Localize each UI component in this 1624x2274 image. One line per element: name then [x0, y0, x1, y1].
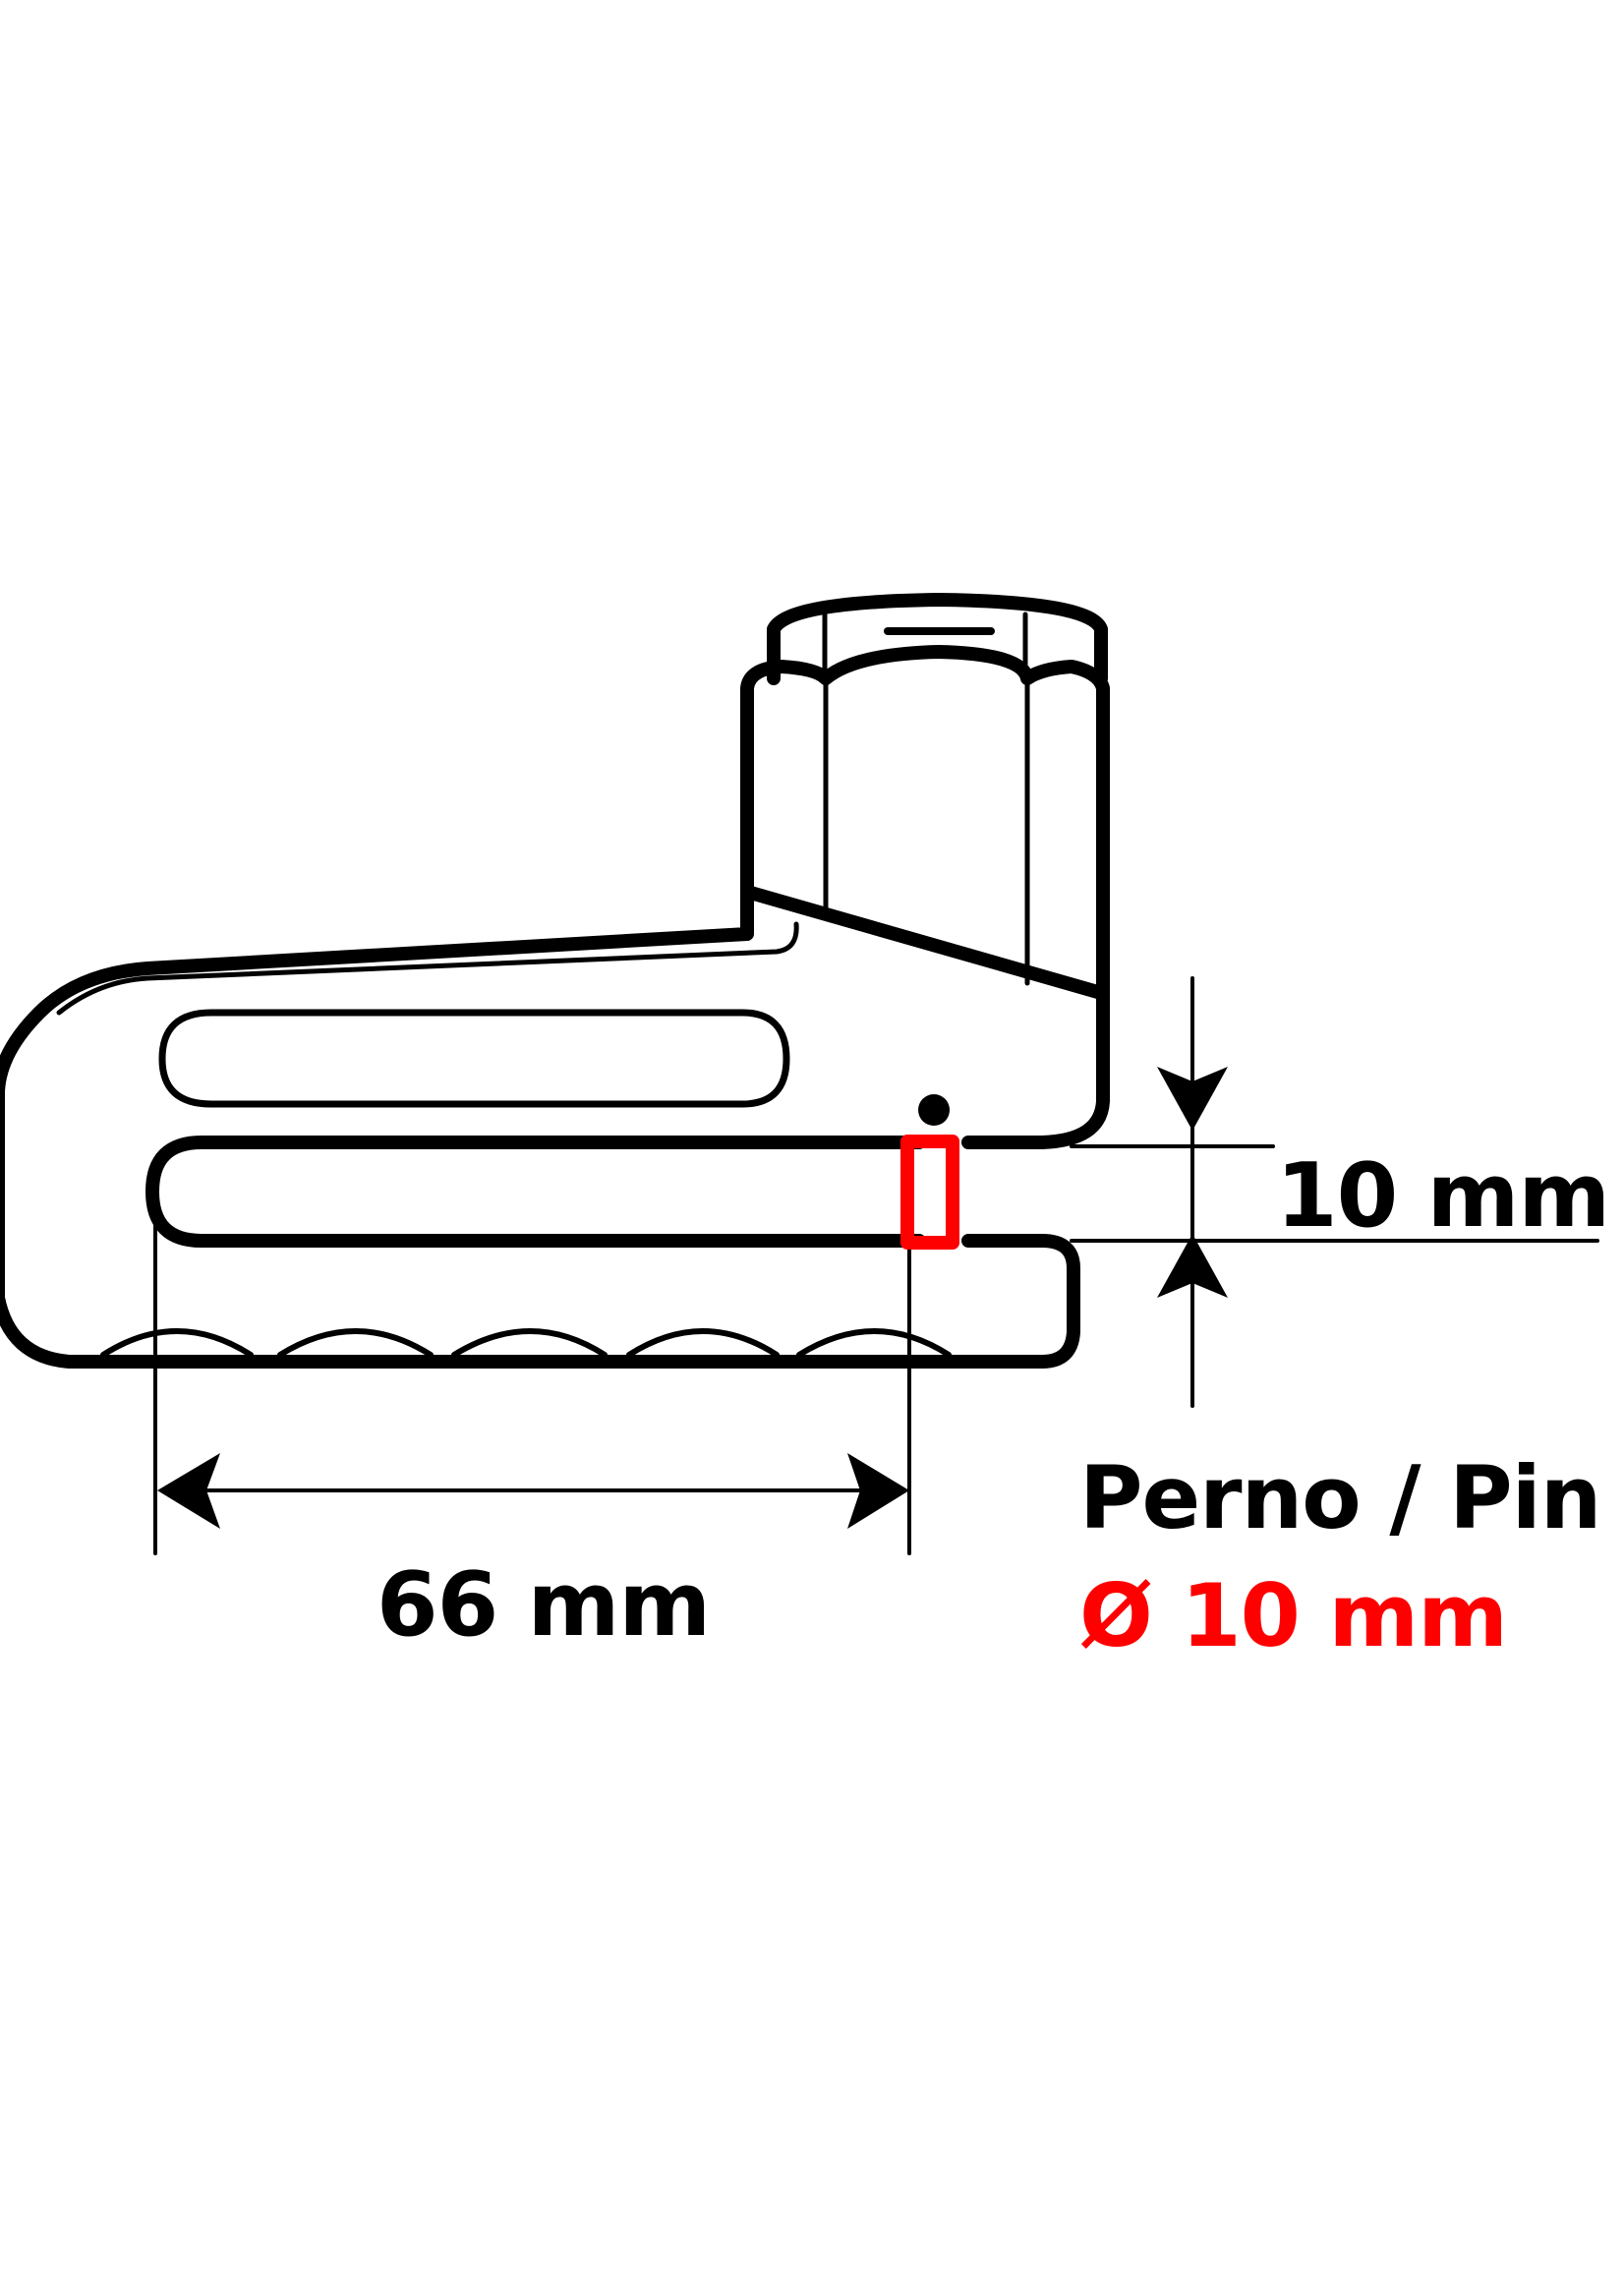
arrow-left-icon — [157, 1453, 220, 1529]
cylinder-body — [740, 645, 1110, 1000]
gap-dimension — [1070, 976, 1599, 1408]
arrow-down-icon — [1157, 1067, 1228, 1131]
arrow-right-icon — [847, 1453, 909, 1529]
pin-diameter-label: Ø 10 mm — [1079, 1565, 1508, 1666]
scalloped-base — [100, 1328, 952, 1358]
pin-marker-icon — [900, 1135, 959, 1250]
upper-slot — [158, 1009, 790, 1108]
depth-dimension-label: 66 mm — [377, 1553, 711, 1657]
gap-dimension-label: 10 mm — [1276, 1144, 1610, 1248]
depth-dimension — [153, 1222, 911, 1555]
keyhole-dot-icon — [918, 1094, 950, 1126]
arrow-up-icon — [1157, 1234, 1228, 1298]
cylinder-cap — [767, 593, 1108, 685]
pin-title: Perno / Pin — [1079, 1447, 1601, 1548]
disc-slot — [145, 1136, 926, 1248]
lock-body-outline — [0, 883, 1110, 1369]
